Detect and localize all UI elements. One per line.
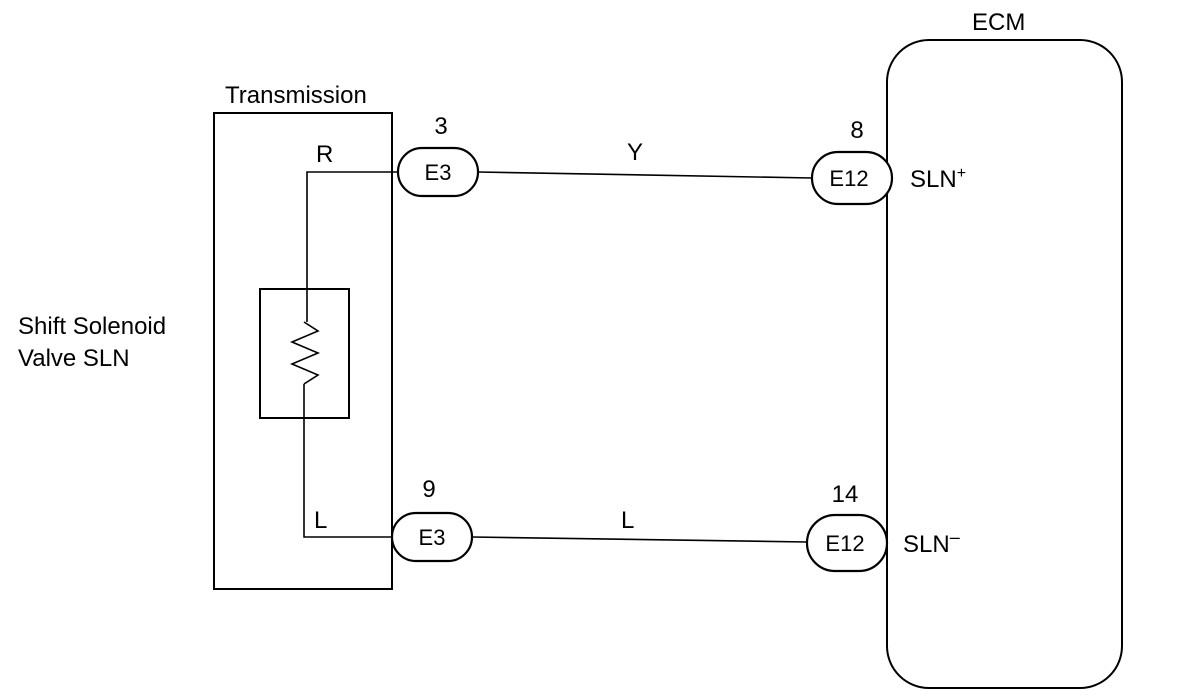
connector-e3-bottom [390, 511, 474, 563]
connector-e3-top-pin: 3 [434, 113, 447, 140]
terminal-sln-plus-sign: + [957, 165, 966, 182]
harness-wire-l-label: L [621, 507, 634, 534]
connector-e12-top [810, 150, 894, 206]
terminal-sln-plus-label: SLN+ [910, 165, 966, 193]
connector-e3-top-id: E3 [425, 160, 452, 185]
connector-e12-top-id: E12 [829, 166, 868, 191]
connector-e12-top-pin: 8 [850, 117, 863, 144]
terminal-sln-minus-sign: – [950, 527, 960, 547]
terminal-sln-plus-name: SLN [910, 166, 957, 193]
terminal-sln-minus-name: SLN [903, 531, 950, 558]
transmission-label: Transmission [225, 82, 367, 109]
connector-e12-bottom-pin: 14 [832, 481, 859, 508]
solenoid-label-line1: Shift Solenoid [18, 313, 166, 340]
internal-wire-r-label: R [316, 141, 333, 168]
harness-wire-l [471, 536, 808, 543]
connector-e12-bottom [805, 513, 889, 573]
harness-wire-y-label: Y [627, 139, 643, 166]
solenoid-resistor-symbol [289, 321, 321, 385]
internal-wire-l-label: L [314, 507, 327, 534]
harness-wire-y [477, 171, 813, 179]
transmission-box [213, 112, 393, 590]
ecm-label: ECM [972, 9, 1025, 36]
internal-wire-r [306, 171, 400, 322]
internal-wire-l [303, 384, 393, 538]
connector-e3-top [396, 146, 480, 198]
connector-e12-bottom-id: E12 [825, 531, 864, 556]
ecm-box [886, 39, 1123, 689]
connector-e3-bottom-id: E3 [419, 525, 446, 550]
terminal-sln-minus-label: SLN– [903, 527, 960, 558]
solenoid-label-line2: Valve SLN [18, 345, 130, 372]
connector-e3-bottom-pin: 9 [422, 476, 435, 503]
